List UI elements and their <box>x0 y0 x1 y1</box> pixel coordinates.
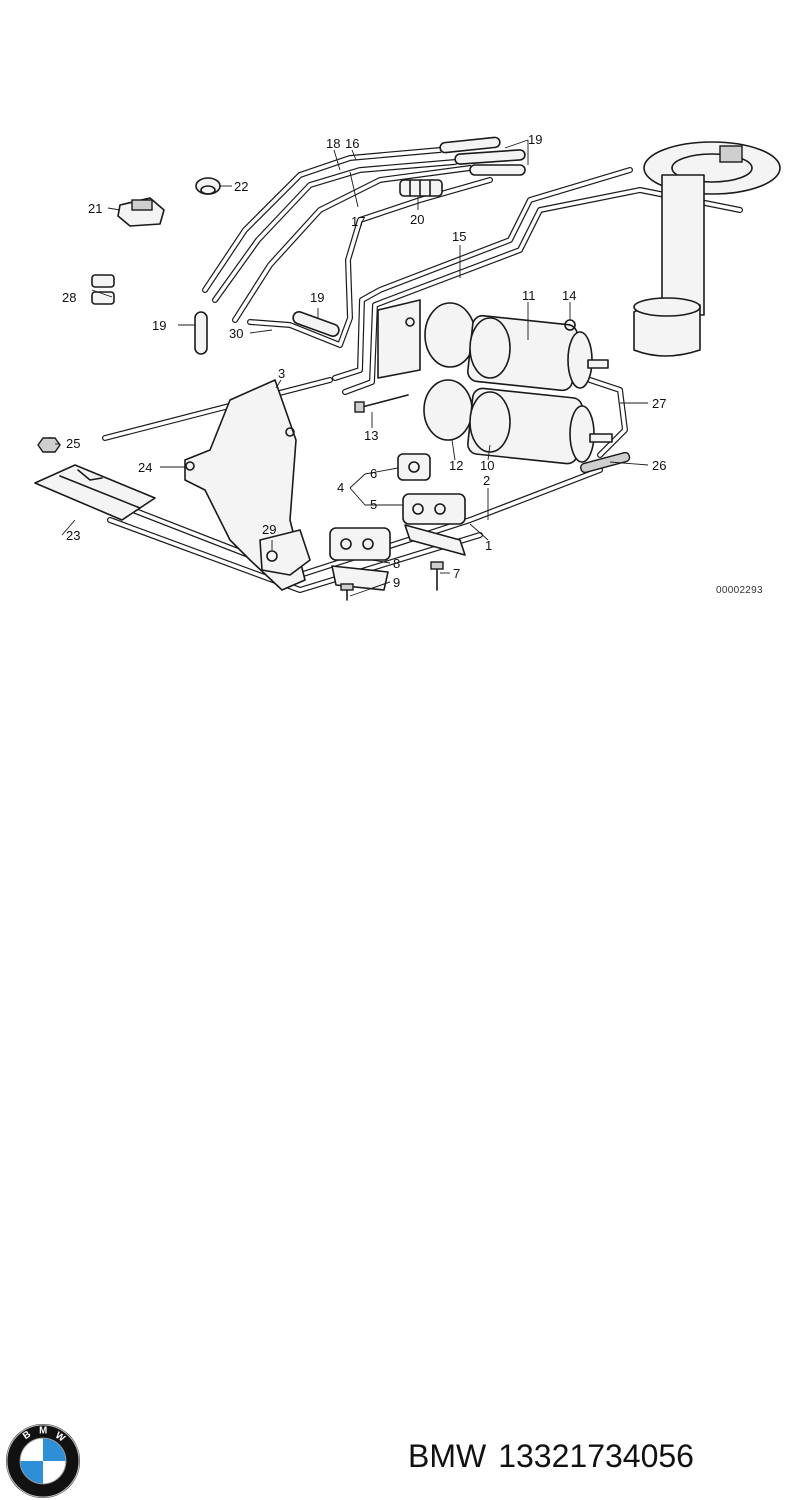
callout-4: 4 <box>337 480 344 495</box>
callout-8: 8 <box>393 556 400 571</box>
part-caption: BMW 13321734056 <box>408 1438 706 1475</box>
callout-16: 16 <box>345 136 359 151</box>
callout-6: 6 <box>370 466 377 481</box>
callout-19-middle: 19 <box>310 290 324 305</box>
callout-10: 10 <box>480 458 494 473</box>
callout-numbers: 1 2 3 4 5 6 7 8 9 10 11 12 13 14 15 16 1… <box>62 132 666 590</box>
line-clamps <box>37 394 466 601</box>
callout-29: 29 <box>262 522 276 537</box>
leader-lines <box>55 139 649 597</box>
diagram-reference-code: 00002293 <box>716 585 763 596</box>
small-clips <box>91 177 443 305</box>
part-number: 13321734056 <box>498 1438 694 1474</box>
callout-30: 30 <box>229 326 243 341</box>
callout-23: 23 <box>66 528 80 543</box>
callout-25: 25 <box>66 436 80 451</box>
brand-name: BMW <box>408 1438 487 1474</box>
callout-9: 9 <box>393 575 400 590</box>
callout-11: 11 <box>522 288 536 303</box>
callout-17: 17 <box>351 214 365 229</box>
parts-diagram: 1 2 3 4 5 6 7 8 9 10 11 12 13 14 15 16 1… <box>34 132 781 601</box>
footer: B M W BMW 13321734056 <box>0 700 800 1499</box>
callout-19-top: 19 <box>528 132 542 147</box>
callout-3: 3 <box>278 366 285 381</box>
tank-sender-unit <box>633 141 781 357</box>
callout-22: 22 <box>234 179 248 194</box>
callout-27: 27 <box>652 396 666 411</box>
callout-18: 18 <box>326 136 340 151</box>
heat-shield-bracket <box>184 379 311 591</box>
logo-letter-m: M <box>39 1426 47 1437</box>
bmw-logo-icon: B M W <box>5 1423 81 1499</box>
callout-15: 15 <box>452 229 466 244</box>
callout-14: 14 <box>562 288 576 303</box>
callout-26: 26 <box>652 458 666 473</box>
callout-20: 20 <box>410 212 424 227</box>
fuel-lines <box>102 136 743 593</box>
callout-19-left: 19 <box>152 318 166 333</box>
callout-28: 28 <box>62 290 76 305</box>
callout-12: 12 <box>449 458 463 473</box>
callout-21: 21 <box>88 201 102 216</box>
callout-2: 2 <box>483 473 490 488</box>
callout-24: 24 <box>138 460 152 475</box>
callout-5: 5 <box>370 497 377 512</box>
callout-13: 13 <box>364 428 378 443</box>
callout-7: 7 <box>453 566 460 581</box>
callout-1: 1 <box>485 538 492 553</box>
fuel-filters <box>377 299 613 465</box>
